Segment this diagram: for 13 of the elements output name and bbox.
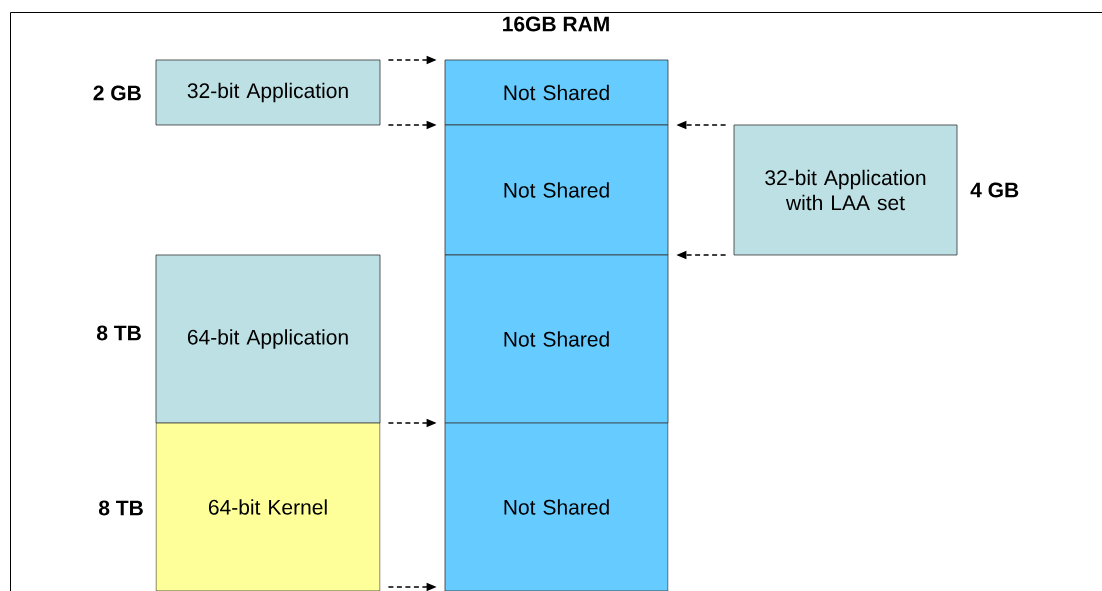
size-label: 4 GB [970,182,1019,198]
ram-segment: Not Shared [444,59,669,126]
heading: 16GB RAM [503,16,609,32]
ram-segment: Not Shared [444,254,669,424]
application-box: 32-bit Application with LAA set [733,124,958,256]
size-label: 2 GB [93,85,141,101]
size-label: 8 TB [96,325,141,341]
ram-segment: Not Shared [444,422,669,591]
size-label: 8 TB [98,500,143,516]
ram-segment: Not Shared [444,124,669,256]
kernel-box: 64-bit Kernel [155,422,381,591]
application-box: 32-bit Application [155,59,381,126]
application-box: 64-bit Application [155,254,381,424]
